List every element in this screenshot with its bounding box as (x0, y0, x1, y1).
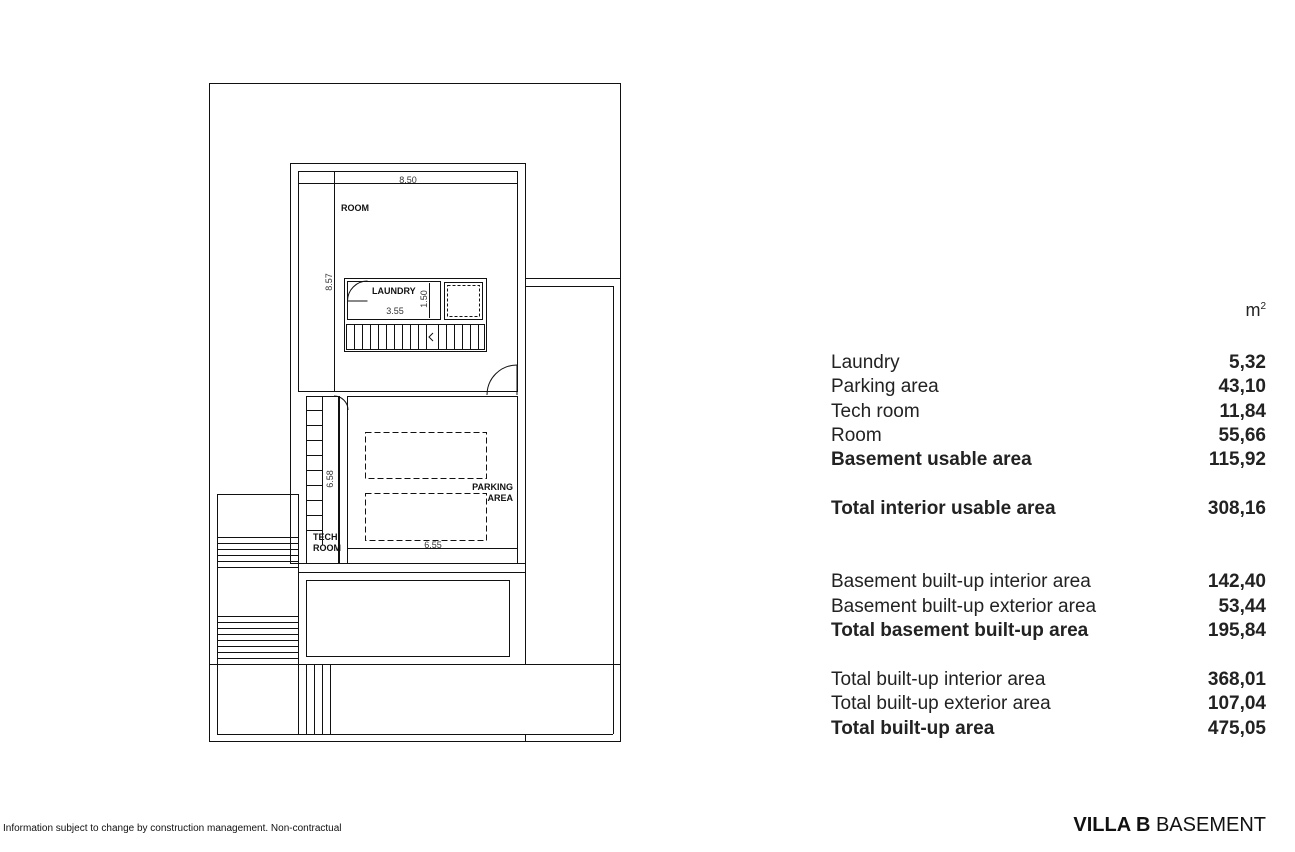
area-row-total-interior-usable: Total interior usable area 308,16 (831, 498, 1266, 520)
area-row-basement-builtup-exterior: Basement built-up exterior area 53,44 (831, 596, 1266, 618)
corridor-steps (306, 396, 323, 545)
area-row-value: 308,16 (1207, 498, 1266, 519)
area-row-value: 43,10 (1218, 376, 1266, 397)
area-row-value: 107,04 (1207, 693, 1266, 714)
plan-title: VILLA B BASEMENT (1073, 814, 1266, 837)
area-row-value: 115,92 (1208, 449, 1266, 470)
area-row-total-builtup: Total built-up area 475,05 (831, 718, 1266, 740)
disclaimer-text: Information subject to change by constru… (3, 823, 342, 834)
area-row-label: Basement usable area (831, 449, 1032, 470)
area-row-value: 55,66 (1218, 425, 1266, 446)
area-row-total-builtup-exterior: Total built-up exterior area 107,04 (831, 693, 1266, 715)
laundry-label: LAUNDRY (372, 286, 416, 296)
area-row-value: 5,32 (1229, 352, 1266, 373)
area-row-total-builtup-interior: Total built-up interior area 368,01 (831, 669, 1266, 691)
area-row-tech-room: Tech room 11,84 (831, 401, 1266, 423)
area-row-basement-usable: Basement usable area 115,92 (831, 449, 1266, 471)
area-row-value: 142,40 (1207, 571, 1266, 592)
area-row-label: Room (831, 425, 882, 446)
staircase-treads (354, 325, 479, 349)
area-row-label: Total built-up area (831, 718, 995, 739)
plot-outline (209, 83, 621, 742)
floor-plan: ROOM LAUNDRY PARKING AREA TECH. ROOM 8.5… (209, 83, 621, 742)
area-row-value: 11,84 (1219, 401, 1267, 422)
area-row-label: Total built-up interior area (831, 669, 1046, 690)
laundry-outline (344, 278, 487, 352)
area-row-label: Tech room (831, 401, 920, 422)
pool-inner (306, 580, 510, 657)
area-row-room: Room 55,66 (831, 425, 1266, 447)
parking-height-dimension: 6.58 (325, 470, 335, 488)
area-row-value: 195,84 (1207, 620, 1266, 641)
unit-text: m (1245, 300, 1261, 320)
room-label: ROOM (341, 203, 369, 213)
room-inner-wall (298, 171, 518, 392)
area-row-label: Total built-up exterior area (831, 693, 1051, 714)
parking-label-line1: PARKING (472, 482, 513, 492)
plan-title-level: BASEMENT (1155, 814, 1266, 836)
tech-room-label-line2: ROOM (313, 543, 341, 553)
pool-outer (298, 572, 526, 665)
area-row-laundry: Laundry 5,32 (831, 352, 1266, 374)
area-row-label: Parking area (831, 376, 939, 397)
laundry-width-dimension: 3.55 (386, 306, 404, 316)
area-row-label: Basement built-up exterior area (831, 596, 1097, 617)
terrace-stairs (217, 537, 298, 659)
area-row-label: Basement built-up interior area (831, 571, 1091, 592)
parking-outline (347, 396, 518, 564)
house-outer-wall (290, 163, 526, 564)
area-row-label: Laundry (831, 352, 900, 373)
area-row-total-basement-builtup: Total basement built-up area 195,84 (831, 620, 1266, 642)
room-height-dimension: 8.57 (324, 273, 334, 291)
parking-label-line2: AREA (487, 493, 513, 503)
area-row-parking: Parking area 43,10 (831, 376, 1266, 398)
area-row-value: 368,01 (1207, 669, 1266, 690)
room-width-dimension: 8.50 (399, 175, 417, 185)
unit-header: m2 (1230, 300, 1266, 321)
plan-title-villa: VILLA B (1073, 814, 1151, 836)
laundry-height-dimension: 1.50 (419, 290, 429, 308)
area-row-label: Total interior usable area (831, 498, 1056, 519)
area-row-label: Total basement built-up area (831, 620, 1089, 641)
parking-width-dimension: 6.55 (424, 540, 442, 550)
tech-room-label-line1: TECH. (313, 532, 340, 542)
area-row-value: 53,44 (1218, 596, 1266, 617)
area-row-value: 475,05 (1207, 718, 1266, 739)
unit-superscript: 2 (1260, 301, 1266, 312)
area-row-basement-builtup-interior: Basement built-up interior area 142,40 (831, 571, 1266, 593)
